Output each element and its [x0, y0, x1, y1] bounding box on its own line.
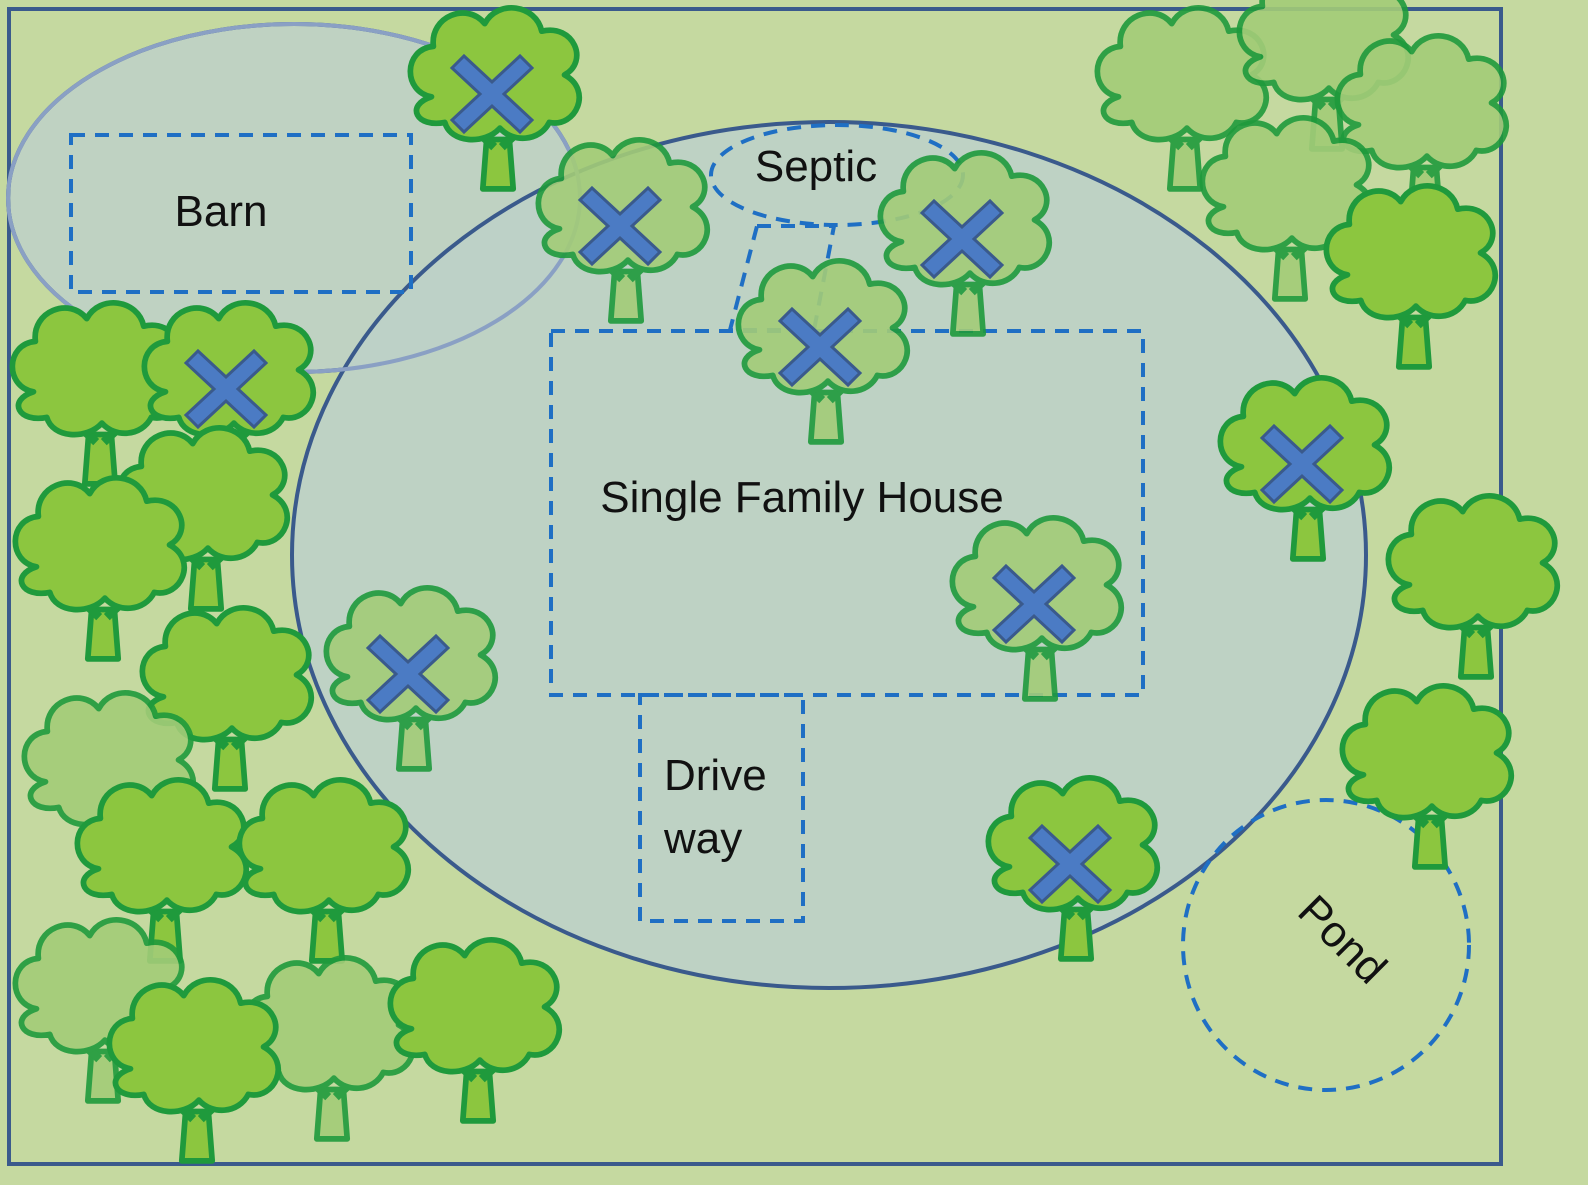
- pond-label: Pond: [1289, 886, 1396, 993]
- tree-icon: [1388, 496, 1557, 677]
- septic-label: Septic: [755, 142, 877, 191]
- tree-icon: [109, 980, 278, 1161]
- tree-icon: [390, 940, 559, 1121]
- driveway-label-line1: Drive: [664, 751, 767, 800]
- pond-area: [1181, 798, 1471, 1092]
- driveway-label-line2: way: [663, 814, 742, 863]
- tree-icon: [1342, 686, 1511, 867]
- house-label: Single Family House: [600, 473, 1004, 522]
- driveway-footprint: [638, 693, 805, 923]
- barn-label: Barn: [175, 187, 268, 236]
- house-clearing: [290, 120, 1368, 990]
- septic-line: [727, 224, 837, 332]
- tree-icon: [239, 780, 408, 961]
- tree-icon: [15, 478, 184, 659]
- barn-footprint: [69, 133, 413, 294]
- tree-icon: [1326, 186, 1495, 367]
